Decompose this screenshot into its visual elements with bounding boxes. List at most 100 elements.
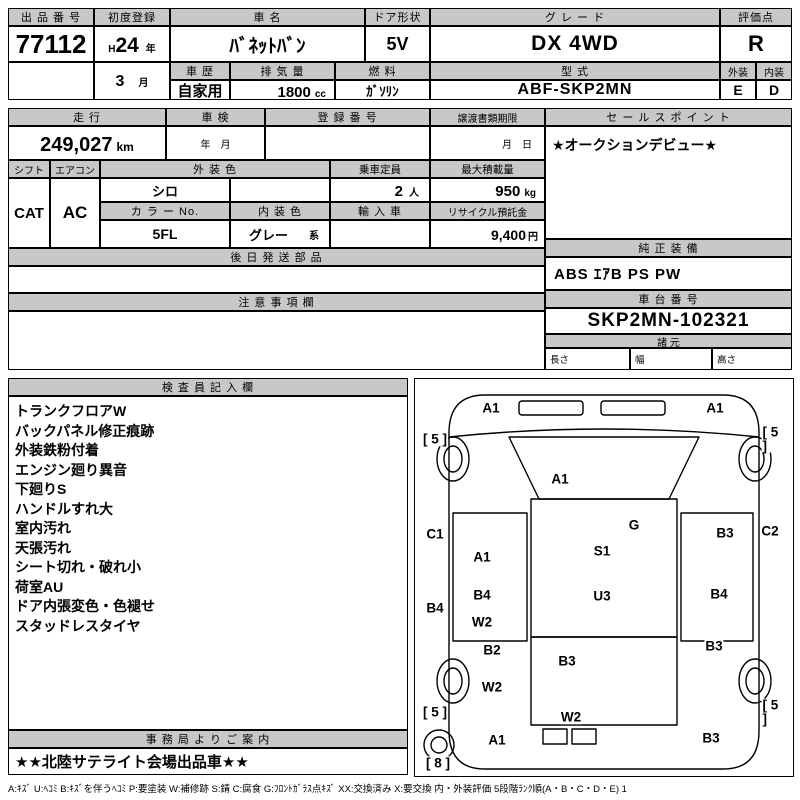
damage-mark: B3 <box>704 638 724 654</box>
inspector-note-line: バックパネル修正痕跡 <box>15 422 155 439</box>
era-letter: H <box>108 44 116 55</box>
color-no-label: カ ラ ー No. <box>100 202 230 220</box>
damage-mark: W2 <box>480 679 504 695</box>
spec-label: 諸 元 <box>545 334 792 348</box>
reg-year-value: 24 <box>115 34 139 57</box>
mileage: 249,027 km <box>8 126 166 160</box>
later-parts-label: 後 日 発 送 部 品 <box>8 248 545 266</box>
door-shape-label: ドア形状 <box>365 8 430 26</box>
legend: A:ｷｽﾞ U:ﾍｺﾐ B:ｷｽﾞを伴うﾍｺﾐ P:要塗装 W:補修跡 S:錆 … <box>8 784 627 795</box>
inspector-note-line: エンジン廻り異音 <box>15 461 127 478</box>
chassis-number-label: 車 台 番 号 <box>545 290 792 308</box>
inspector-note-line: 外装鉄粉付着 <box>15 442 99 458</box>
sales-point-label: セ ー ル ス ポ イ ン ト <box>545 108 792 126</box>
recycle-deposit-label: リサイクル預託金 <box>430 202 545 220</box>
exterior-color-label: 外 装 色 <box>100 160 330 178</box>
reg-year-unit: 年 <box>145 44 156 55</box>
interior-score-label: 内装 <box>756 62 792 80</box>
damage-mark: A1 <box>705 400 725 416</box>
shift: CAT <box>8 178 50 248</box>
recycle-deposit-unit: 円 <box>528 232 538 243</box>
car-outline-drawing <box>423 394 772 770</box>
reg-month-unit: 月 <box>138 78 149 89</box>
first-registration-month: 3 月 <box>94 62 170 100</box>
damage-mark: C2 <box>760 523 780 539</box>
exterior-color: シロ <box>100 178 230 202</box>
grade: DX 4WD <box>430 26 720 62</box>
mileage-label: 走 行 <box>8 108 166 126</box>
max-payload-value: 950 <box>495 183 521 200</box>
interior-color-label: 内 装 色 <box>230 202 330 220</box>
inspector-note-line: シート切れ・破れ小 <box>15 559 141 575</box>
sales-point: ★オークションデビュー★ <box>545 126 792 239</box>
first-registration-year: H 24 年 <box>94 26 170 62</box>
office-message: ★★北陸サテライト会場出品車★★ <box>8 748 408 775</box>
displacement-unit: cc <box>314 89 326 100</box>
lot-number-label: 出 品 番 号 <box>8 8 94 26</box>
exterior-score: E <box>720 80 756 100</box>
spec-height-cell: 高さ <box>712 348 792 370</box>
interior-color: グレー 系 <box>230 220 330 248</box>
capacity-value: 2 <box>394 183 403 200</box>
damage-mark: A1 <box>472 549 492 565</box>
damage-mark: W2 <box>470 614 494 630</box>
recycle-deposit: 9,400 円 <box>430 220 545 248</box>
damage-mark: U3 <box>592 588 612 604</box>
car-name: ﾊﾞﾈｯﾄﾊﾞﾝ <box>170 26 365 62</box>
shaken-value: 年 月 <box>166 126 265 160</box>
capacity-unit: 人 <box>409 188 419 199</box>
color-no: 5FL <box>100 220 230 248</box>
later-parts-value <box>8 266 545 293</box>
model-code-label: 型 式 <box>430 62 720 80</box>
registration-number-label: 登 録 番 号 <box>265 108 430 126</box>
inspector-note-line: トランクフロアW <box>15 403 127 419</box>
door-shape: 5V <box>365 26 430 62</box>
reg-month-value: 3 <box>115 73 125 90</box>
exterior-score-label: 外装 <box>720 62 756 80</box>
damage-mark: A1 <box>550 471 570 487</box>
model-code: ABF-SKP2MN <box>430 80 720 100</box>
fuel-label: 燃 料 <box>335 62 430 80</box>
shaken-label: 車 検 <box>166 108 265 126</box>
damage-mark: B2 <box>482 642 502 658</box>
import-value <box>330 220 430 248</box>
damage-mark: B3 <box>557 653 577 669</box>
registration-number-value <box>265 126 430 160</box>
office-info-label: 事 務 局 よ り ご 案 内 <box>8 730 408 748</box>
inspector-notes-label: 検 査 員 記 入 欄 <box>8 378 408 396</box>
damage-mark: B3 <box>715 525 735 541</box>
damage-mark: B4 <box>472 587 492 603</box>
damage-mark: B4 <box>425 600 445 616</box>
history-label: 車 歴 <box>170 62 230 80</box>
damage-mark: [ 5 ] <box>421 431 449 447</box>
aircon-label: エアコン <box>50 160 100 178</box>
oem-equipment-label: 純 正 装 備 <box>545 239 792 257</box>
damage-mark: B3 <box>701 730 721 746</box>
aircon: AC <box>50 178 100 248</box>
damage-mark: [ 5 ] <box>761 698 783 726</box>
max-payload-label: 最大積載量 <box>430 160 545 178</box>
inspector-note-line: ハンドルすれ大 <box>15 500 113 517</box>
inspector-note-line: ドア内張変色・色褪せ <box>15 598 155 614</box>
damage-mark: [ 8 ] <box>424 755 452 771</box>
inspector-note-line: 荷室AU <box>15 578 64 595</box>
interior-score: D <box>756 80 792 100</box>
score-label: 評価点 <box>720 8 792 26</box>
interior-color-value: グレー <box>249 227 289 243</box>
oem-equipment: ABS ｴｱB PS PW <box>545 257 792 290</box>
spec-width-cell: 幅 <box>630 348 712 370</box>
damage-mark: S1 <box>592 543 612 559</box>
first-registration-label: 初度登録 <box>94 8 170 26</box>
max-payload-unit: kg <box>524 188 536 199</box>
displacement-label: 排 気 量 <box>230 62 335 80</box>
lot-empty-cell <box>8 62 94 100</box>
transfer-deadline-label: 譲渡書類期限 <box>430 108 545 126</box>
shift-label: シフト <box>8 160 50 178</box>
damage-mark: G <box>627 517 641 533</box>
exterior-color-extra-cell <box>230 178 330 202</box>
fuel: ｶﾞｿﾘﾝ <box>335 80 430 100</box>
chassis-number: SKP2MN-102321 <box>545 308 792 334</box>
inspector-note-line: 下廻りS <box>15 481 67 497</box>
